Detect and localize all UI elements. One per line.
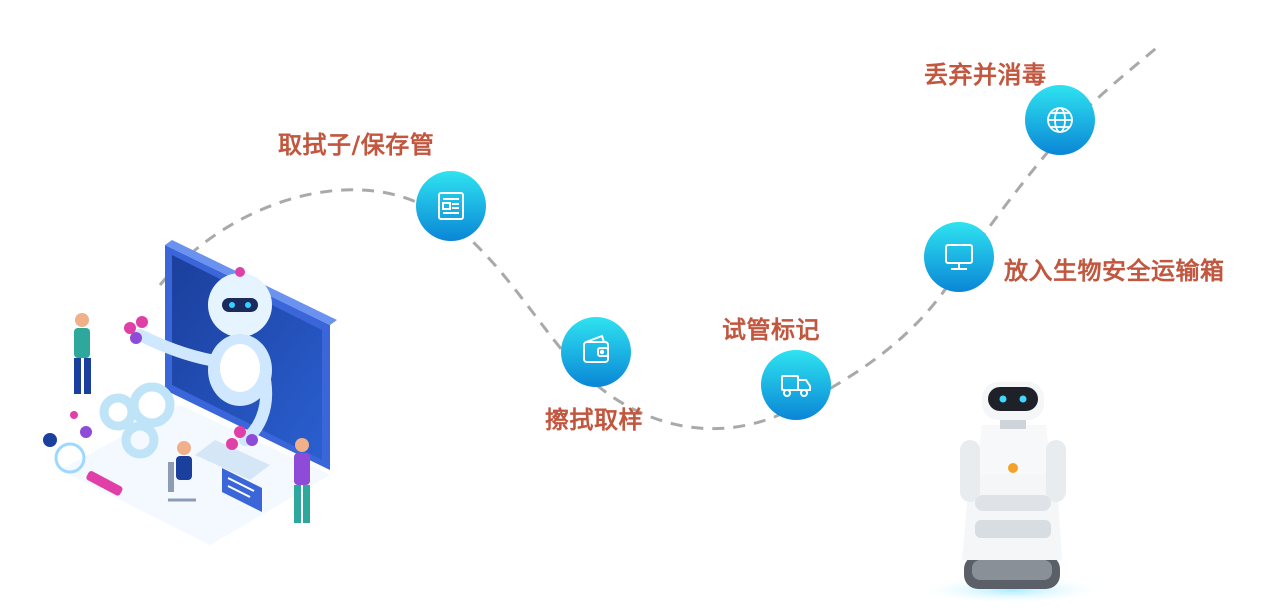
step-label-5: 丢弃并消毒 [924, 61, 1047, 89]
ai-monitor-illustration [43, 240, 337, 545]
step-node-4[interactable] [924, 222, 994, 292]
globe-icon [1047, 107, 1073, 133]
step-label-2: 擦拭取样 [545, 406, 643, 434]
monitor-icon [945, 244, 973, 270]
step-node-1[interactable] [416, 171, 486, 241]
step-node-3[interactable] [761, 350, 831, 420]
truck-icon [781, 375, 811, 397]
service-robot-illustration [917, 382, 1107, 604]
step-label-3: 试管标记 [722, 316, 820, 344]
wallet-icon [583, 334, 609, 363]
document-icon [438, 192, 464, 220]
step-node-5[interactable] [1025, 85, 1095, 155]
process-path [158, 43, 1161, 431]
step-node-2[interactable] [561, 317, 631, 387]
step-label-4: 放入生物安全运输箱 [1004, 257, 1225, 285]
step-label-1: 取拭子/保存管 [278, 131, 435, 159]
